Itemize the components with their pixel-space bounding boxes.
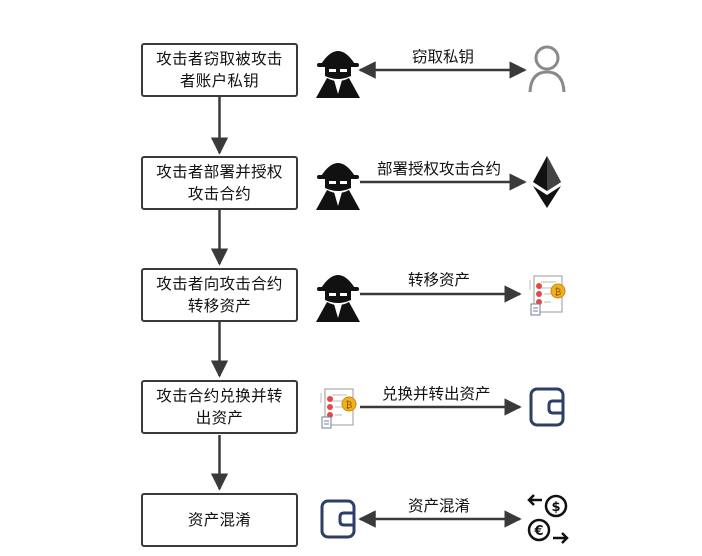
wallet-icon: [529, 387, 565, 427]
wallet-icon: [320, 499, 356, 539]
smart-contract-icon: [320, 388, 357, 429]
ethereum-icon: [533, 156, 561, 208]
step-box-1: 攻击者窃取被攻击者账户私钥: [141, 43, 298, 97]
hacker-icon: [316, 51, 360, 98]
smart-contract-icon: [529, 275, 566, 316]
svg-text:$: $: [551, 500, 560, 515]
hacker-icon: [316, 163, 360, 210]
step-box-5: 资产混淆: [141, 493, 298, 547]
step-box-3: 攻击者向攻击合约转移资产: [141, 268, 298, 322]
edge-label-4: 兑换并转出资产: [380, 385, 493, 403]
user-icon: [528, 45, 566, 93]
currency-exchange-icon: $ €: [527, 494, 569, 544]
step-box-4: 攻击合约兑换并转出资产: [141, 380, 298, 434]
step-box-2: 攻击者部署并授权攻击合约: [141, 156, 298, 210]
edge-label-2: 部署授权攻击合约: [375, 160, 504, 178]
edge-label-1: 窃取私钥: [410, 48, 477, 66]
edge-label-5: 资产混淆: [406, 497, 473, 515]
edge-label-3: 转移资产: [406, 271, 473, 289]
svg-text:€: €: [533, 524, 543, 539]
hacker-icon: [316, 275, 360, 322]
